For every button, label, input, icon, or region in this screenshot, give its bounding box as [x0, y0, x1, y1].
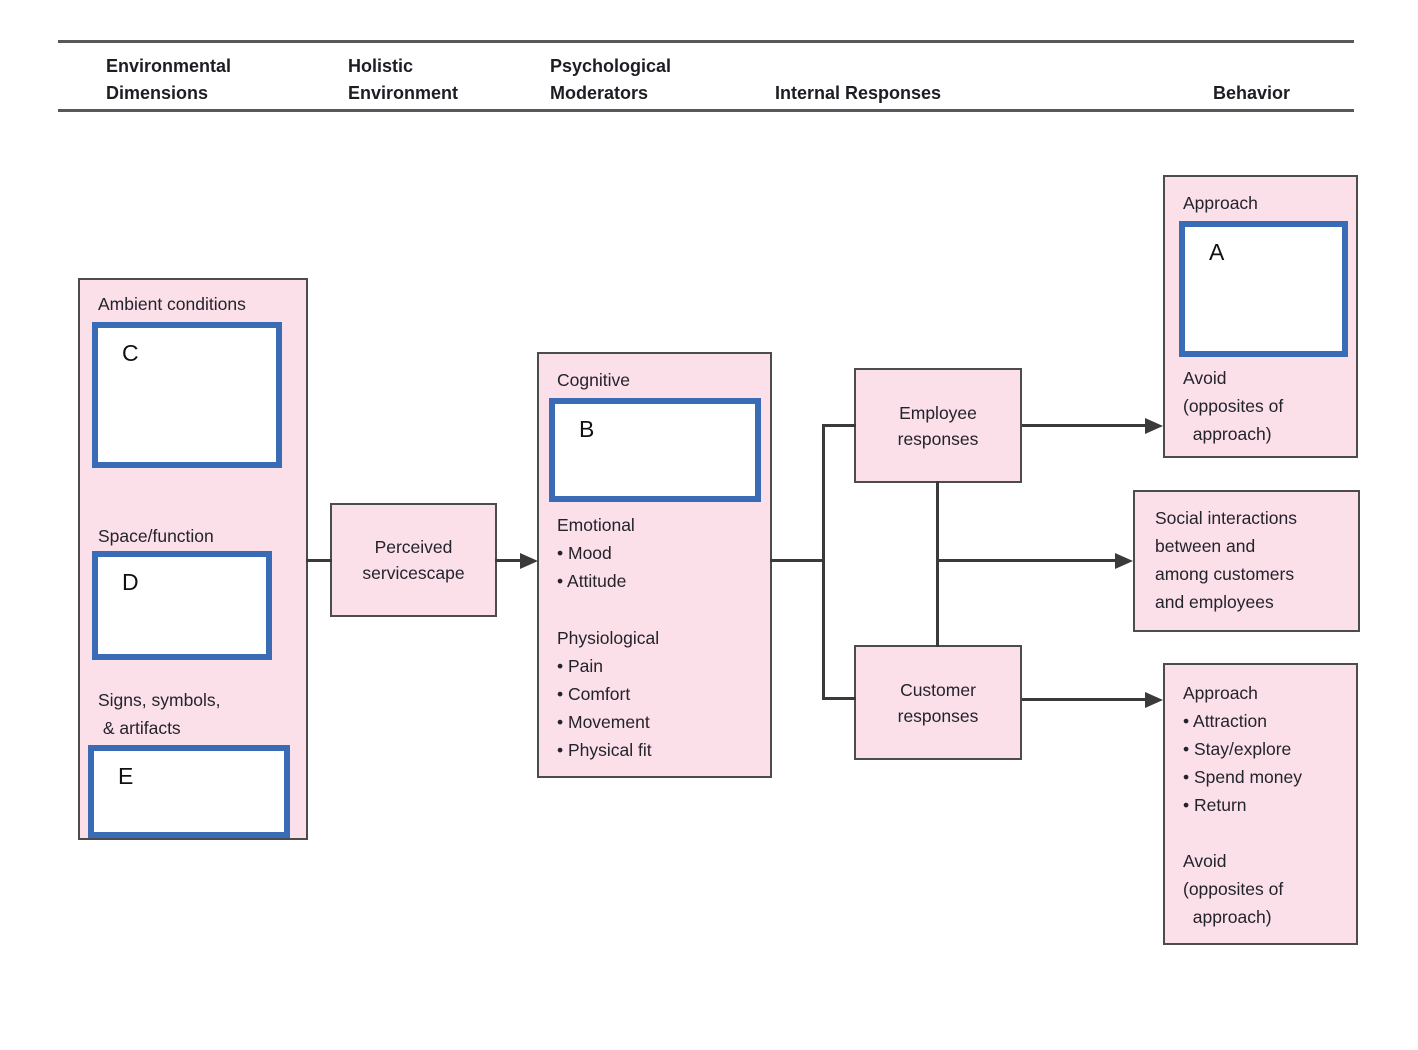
space-function-label: Space/function [98, 526, 214, 546]
answer-slot-b[interactable]: B [549, 398, 761, 502]
employee-approach-label: Approach [1183, 193, 1258, 213]
answer-slot-c[interactable]: C [92, 322, 282, 468]
customer-avoid-label: Avoid (opposites of approach) [1183, 851, 1284, 927]
answer-slot-a[interactable]: A [1179, 221, 1348, 357]
answer-letter-b: B [579, 416, 595, 442]
emotional-list: Emotional • Mood • Attitude [557, 515, 635, 591]
social-interactions-box [1133, 490, 1360, 632]
answer-slot-d[interactable]: D [92, 551, 272, 660]
column-header-behavior: Behavior [1213, 83, 1291, 103]
connector-employee-to-behavior [1022, 424, 1148, 427]
header-rule-top [58, 40, 1354, 43]
employee-avoid-label: Avoid (opposites of approach) [1183, 368, 1284, 444]
branch-vertical-line [822, 425, 825, 700]
column-header-psychological-moderators: Psychological Moderators [550, 56, 672, 103]
customer-behavior-panel [1163, 663, 1358, 945]
column-header-environmental-dimensions: Environmental Dimensions [106, 56, 232, 103]
physiological-list: Physiological • Pain • Comfort • Movemen… [557, 628, 660, 760]
answer-letter-c: C [122, 340, 139, 366]
cognitive-label: Cognitive [557, 370, 630, 390]
arrowhead-into-employee-behavior [1145, 418, 1163, 434]
ambient-conditions-label: Ambient conditions [98, 294, 246, 314]
connector-branch-to-customer [822, 697, 856, 700]
answer-letter-e: E [118, 763, 134, 789]
customer-responses-box: Customer responses [854, 645, 1022, 760]
arrowhead-into-moderators [520, 553, 538, 569]
column-header-holistic-environment: Holistic Environment [348, 56, 459, 103]
arrowhead-into-social-interactions [1115, 553, 1133, 569]
answer-letter-a: A [1209, 239, 1225, 265]
arrowhead-into-customer-behavior [1145, 692, 1163, 708]
perceived-servicescape-box: Perceived servicescape [330, 503, 497, 617]
column-header-internal-responses: Internal Responses [775, 83, 942, 103]
connector-perceived-to-moderators [495, 559, 523, 562]
employee-responses-box: Employee responses [854, 368, 1022, 483]
connector-to-social-interactions [936, 559, 1118, 562]
answer-letter-d: D [122, 569, 139, 595]
answer-slot-e[interactable]: E [88, 745, 290, 838]
employee-customer-vertical-line [936, 481, 939, 647]
signs-symbols-artifacts-label: Signs, symbols, & artifacts [98, 690, 221, 738]
social-interactions-text: Social interactions between and among cu… [1155, 508, 1298, 612]
connector-moderators-to-branch [770, 559, 825, 562]
connector-customer-to-behavior [1022, 698, 1148, 701]
customer-approach-list: Approach • Attraction • Stay/explore • S… [1183, 683, 1302, 815]
connector-branch-to-employee [822, 424, 856, 427]
connector-environment-to-perceived [306, 559, 332, 562]
header-rule-bottom [58, 109, 1354, 112]
